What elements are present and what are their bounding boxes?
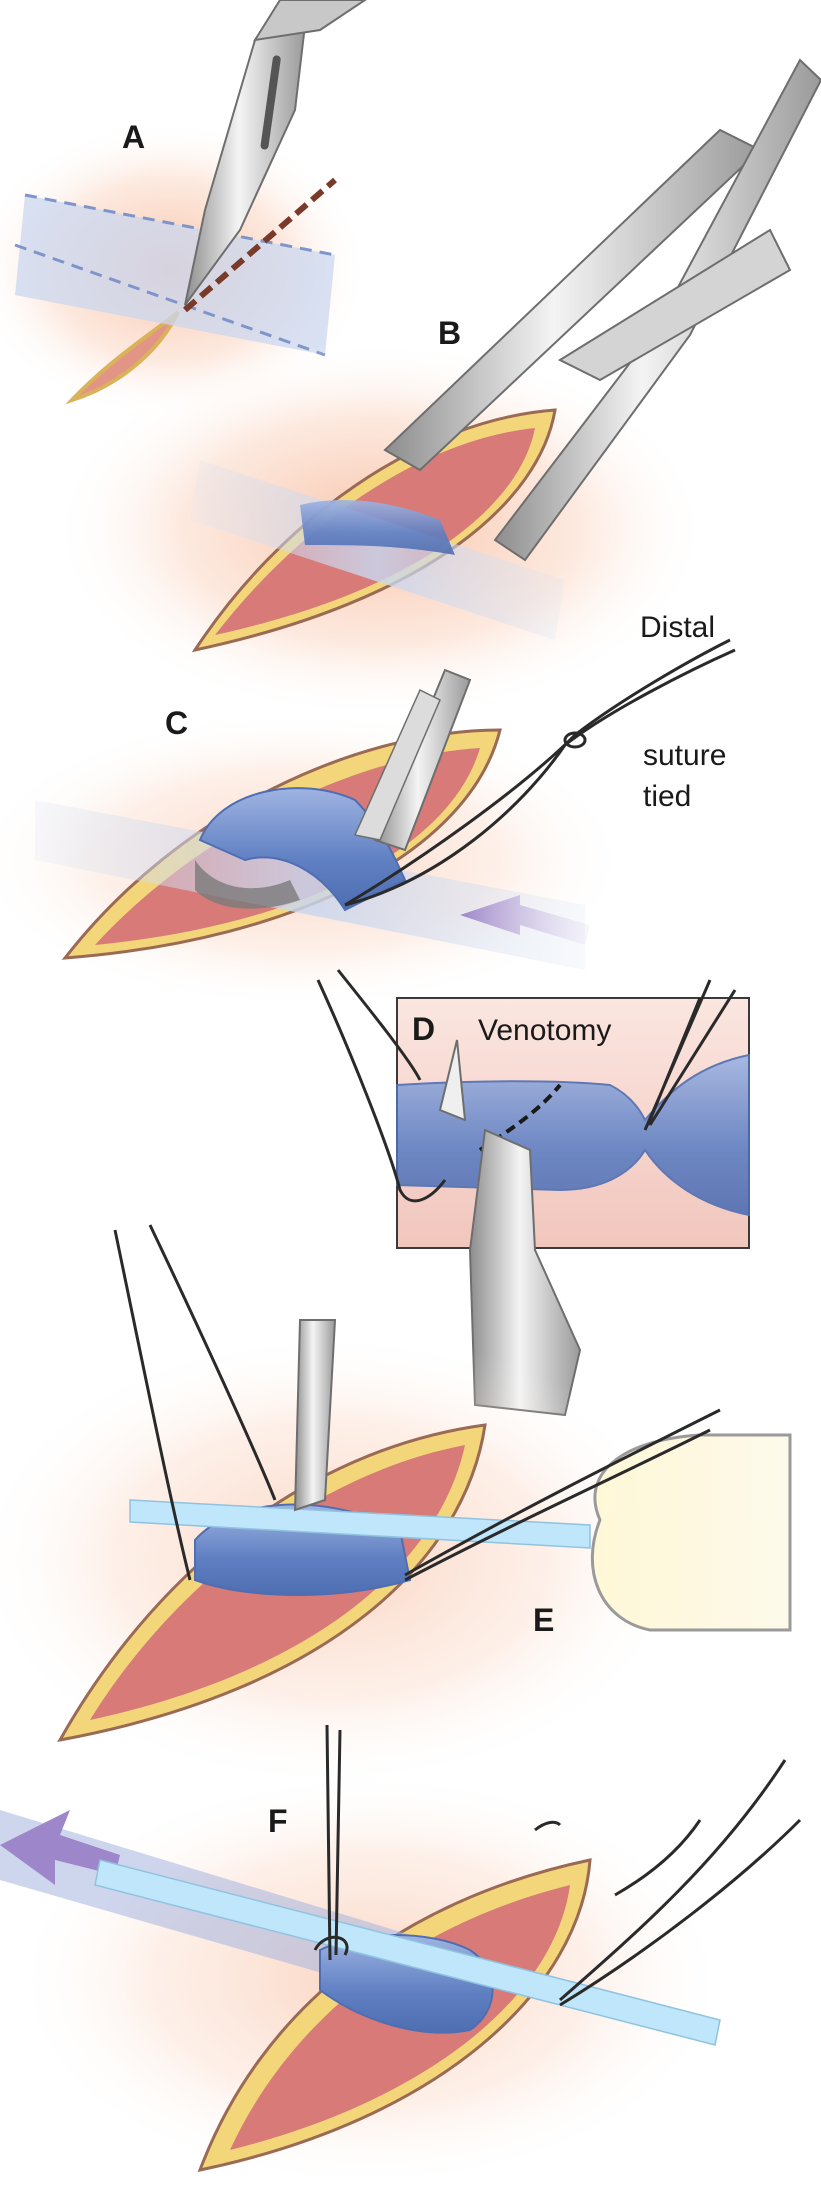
suture-line xyxy=(344,648,736,907)
scalpel-slot xyxy=(260,55,281,150)
suture-tail xyxy=(614,1819,702,1897)
catheter xyxy=(94,1859,721,2046)
panel-e: E xyxy=(0,1224,792,1790)
inset-dashed-cut xyxy=(478,1083,562,1152)
direction-arrow xyxy=(460,895,590,945)
incision-path-dashed xyxy=(183,177,337,313)
forceps-tip xyxy=(293,1319,337,1512)
suture-knot xyxy=(313,1935,349,1956)
panel-c: C Distal suture tied xyxy=(0,611,736,1010)
inset-suture xyxy=(643,979,737,1131)
annotation-tied: tied xyxy=(643,780,691,813)
panel-label-c: C xyxy=(165,705,188,741)
panel-f: F xyxy=(0,1724,802,2185)
inset-suture xyxy=(316,979,447,1203)
lifted-vein xyxy=(198,787,407,912)
suture-line xyxy=(404,1428,711,1582)
scalpel-handle xyxy=(252,0,367,42)
panel-label-a: A xyxy=(122,119,145,155)
forceps xyxy=(383,58,821,562)
panel-label-e: E xyxy=(533,1602,554,1638)
suture-line xyxy=(559,1818,802,2007)
annotation-venotomy: Venotomy xyxy=(478,1014,611,1047)
panel-label-b: B xyxy=(438,315,461,351)
exposed-vein xyxy=(300,500,455,555)
suture-line xyxy=(148,1224,277,1501)
panel-b: B xyxy=(50,58,821,720)
direction-arrow xyxy=(0,1810,120,1885)
suture-knot xyxy=(563,731,587,749)
dashed-line xyxy=(24,193,336,257)
transverse-band xyxy=(15,195,335,355)
suture-line xyxy=(325,1724,342,1961)
fascia-band xyxy=(190,460,565,640)
panel-d: D Venotomy xyxy=(316,969,750,1417)
suture-line xyxy=(404,1408,721,1577)
inset-blade xyxy=(438,1039,467,1122)
panel-label-d: D xyxy=(412,1011,435,1047)
suture-line xyxy=(559,1759,787,2002)
inset-suture xyxy=(336,969,422,1081)
dashed-line xyxy=(14,243,326,357)
vein-undersurface xyxy=(195,860,300,909)
annotation-suture: suture xyxy=(643,739,726,772)
finger xyxy=(590,1433,792,1632)
inset-blade xyxy=(468,1128,582,1417)
panel-label-f: F xyxy=(268,1803,288,1839)
annotation-distal: Distal xyxy=(640,611,715,644)
curved-instrument xyxy=(353,688,441,841)
fascia-band xyxy=(35,800,585,970)
suture-line xyxy=(113,1229,192,1581)
panel-a: A xyxy=(0,0,370,420)
suture-tail xyxy=(534,1820,562,1832)
